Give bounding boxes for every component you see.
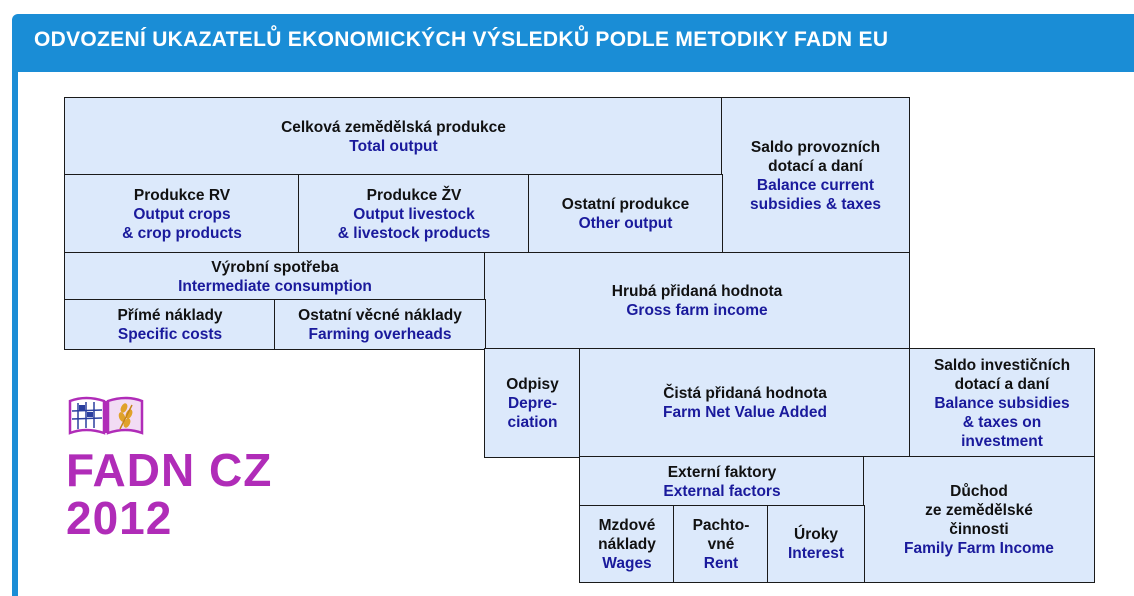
balance-current-cz: Saldo provozních dotací a daní [750,138,881,175]
fadn-book-icon [68,396,144,435]
logo-title: FADN CZ [66,444,273,496]
balance-current-en: Balance current subsidies & taxes [750,176,881,213]
balance-investment-box: Saldo investičních dotací a daní Balance… [909,348,1095,458]
total-output-cz: Celková zemědělská produkce [281,118,506,136]
specific-costs-cz: Přímé náklady [117,306,223,324]
wages-box: Mzdové náklady Wages [579,505,675,583]
rent-box: Pachto- vné Rent [673,505,769,583]
intermediate-consumption-box: Výrobní spotřeba Intermediate consumptio… [64,252,486,301]
fadn-logo: FADN CZ 2012 [66,395,306,545]
family-income-en: Family Farm Income [904,539,1054,557]
rent-en: Rent [703,554,739,572]
net-value-added-en: Farm Net Value Added [663,404,827,421]
external-factors-box: Externí faktory External factors [579,456,865,507]
page-title: ODVOZENÍ UKAZATELŮ EKONOMICKÝCH VÝSLEDKŮ… [34,28,889,51]
farming-overheads-cz: Ostatní věcné náklady [298,306,462,324]
external-factors-cz: Externí faktory [667,463,777,481]
depreciation-cz: Odpisy [506,375,559,393]
interest-cz: Úroky [794,526,838,543]
depreciation-box: Odpisy Depre- ciation [484,348,581,458]
output-crops-en: Output crops & crop products [122,205,242,242]
family-farm-income-box: Důchod ze zemědělské činnosti Family Far… [863,456,1095,583]
depreciation-en: Depre- ciation [507,394,558,431]
farming-overheads-box: Ostatní věcné náklady Farming overheads [274,299,486,350]
interest-box: Úroky Interest [767,505,865,583]
left-border [12,60,18,596]
specific-costs-en: Specific costs [117,325,223,343]
intermediate-en: Intermediate consumption [178,277,372,295]
farming-overheads-en: Farming overheads [308,325,452,343]
balance-current-box: Saldo provozních dotací a daní Balance c… [721,97,910,254]
specific-costs-box: Přímé náklady Specific costs [64,299,276,350]
logo-year: 2012 [66,492,173,544]
gross-income-cz: Hrubá přidaná hodnota [611,283,783,300]
wages-en: Wages [602,554,652,572]
family-income-cz: Důchod ze zemědělské činnosti [925,482,1033,538]
net-value-added-box: Čistá přidaná hodnota Farm Net Value Add… [579,348,911,458]
other-output-en: Other output [578,215,673,232]
header-bar: ODVOZENÍ UKAZATELŮ EKONOMICKÝCH VÝSLEDKŮ… [12,14,1134,72]
output-livestock-cz: Produkce ŽV [366,186,462,204]
intermediate-cz: Výrobní spotřeba [211,258,339,276]
balance-investment-cz: Saldo investičních dotací a daní [933,356,1071,393]
total-output-box: Celková zemědělská produkce Total output [64,97,723,176]
net-value-added-cz: Čistá přidaná hodnota [663,385,827,402]
output-crops-cz: Produkce RV [133,186,231,204]
balance-investment-en: Balance subsidies & taxes on investment [934,394,1070,450]
other-output-box: Ostatní produkce Other output [528,174,723,254]
gross-farm-income-box: Hrubá přidaná hodnota Gross farm income [484,252,910,350]
wages-cz: Mzdové náklady [598,516,656,553]
interest-en: Interest [788,545,844,562]
other-output-cz: Ostatní produkce [561,196,690,213]
output-livestock-box: Produkce ŽV Output livestock & livestock… [298,174,530,254]
total-output-en: Total output [349,137,438,155]
output-livestock-en: Output livestock & livestock products [337,205,491,242]
gross-income-en: Gross farm income [626,302,768,319]
rent-cz: Pachto- vné [692,516,750,553]
output-crops-box: Produkce RV Output crops & crop products [64,174,300,254]
external-factors-en: External factors [663,482,781,500]
